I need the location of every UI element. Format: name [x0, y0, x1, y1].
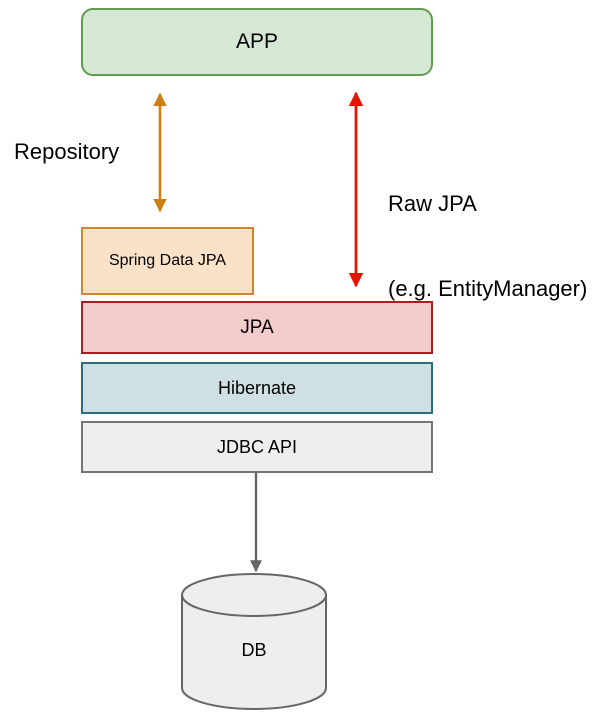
db-cylinder-shape: [181, 573, 327, 710]
node-app[interactable]: APP: [81, 8, 433, 76]
node-jdbc-api-label: JDBC API: [216, 436, 298, 457]
node-hibernate[interactable]: Hibernate: [81, 362, 433, 414]
node-jpa[interactable]: JPA: [81, 301, 433, 354]
node-hibernate-label: Hibernate: [217, 377, 297, 398]
node-spring-data-jpa[interactable]: Spring Data JPA: [81, 227, 254, 295]
node-db-label: DB: [241, 639, 267, 660]
edge-label-raw-jpa: Raw JPA (e.g. EntityManager): [388, 134, 587, 331]
node-spring-data-jpa-label: Spring Data JPA: [108, 251, 227, 269]
node-jpa-label: JPA: [240, 316, 274, 338]
edge-label-repository: Repository: [14, 139, 120, 164]
node-db[interactable]: DB: [181, 576, 327, 708]
node-jdbc-api[interactable]: JDBC API: [81, 421, 433, 473]
node-app-label: APP: [235, 29, 279, 53]
edge-label-raw-jpa-line1: Raw JPA: [388, 191, 477, 217]
edge-label-raw-jpa-line2: (e.g. EntityManager): [388, 275, 588, 301]
